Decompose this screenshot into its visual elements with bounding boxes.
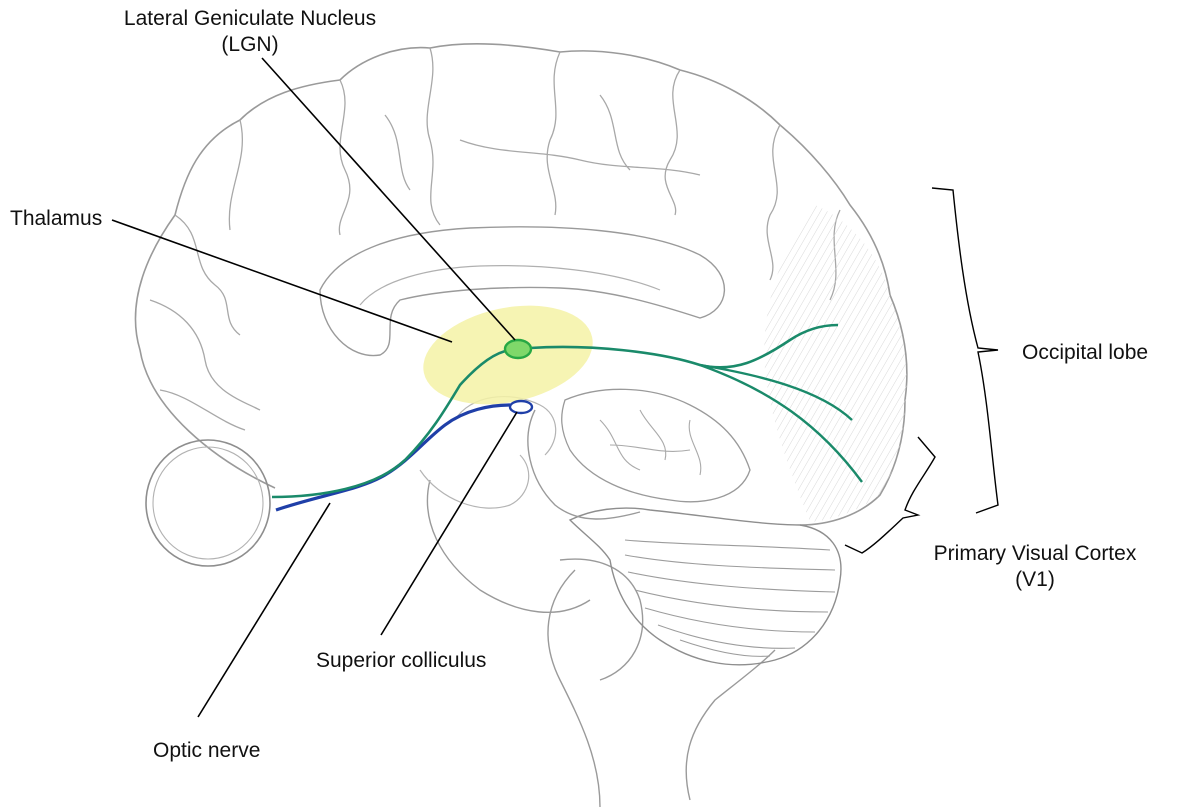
pons-outline <box>560 559 643 680</box>
occipital-lobe-label: Occipital lobe <box>1022 340 1148 366</box>
lgn-label-line2: (LGN) <box>60 32 440 58</box>
leader-line-optic-nerve <box>198 503 330 717</box>
eye <box>146 440 270 566</box>
superior-colliculus-label: Superior colliculus <box>316 648 486 674</box>
optic-pathway <box>272 350 510 497</box>
hippocampus-folds <box>600 410 701 475</box>
superior-colliculus-node <box>510 401 532 413</box>
cerebellum-folia <box>625 540 835 656</box>
occipital-lobe-brace <box>932 188 998 513</box>
v1-label: Primary Visual Cortex (V1) <box>900 541 1170 593</box>
cerebellum-outline <box>570 508 841 665</box>
midbrain-outline <box>427 480 590 612</box>
leader-line-lgn <box>262 58 515 340</box>
brainstem-outline <box>548 570 775 807</box>
temporal-lobe-outline <box>528 410 640 519</box>
occipital-shading <box>764 205 907 522</box>
lgn-node <box>505 340 531 358</box>
v1-label-line1: Primary Visual Cortex <box>900 541 1170 567</box>
v1-label-line2: (V1) <box>900 567 1170 593</box>
optic-nerve-label: Optic nerve <box>153 738 260 764</box>
hippocampus-outline <box>562 389 750 501</box>
thalamus-label: Thalamus <box>10 206 102 232</box>
leader-line-superior-colliculus <box>381 412 517 635</box>
lgn-label-line1: Lateral Geniculate Nucleus <box>60 6 440 32</box>
lgn-label: Lateral Geniculate Nucleus (LGN) <box>60 6 440 58</box>
